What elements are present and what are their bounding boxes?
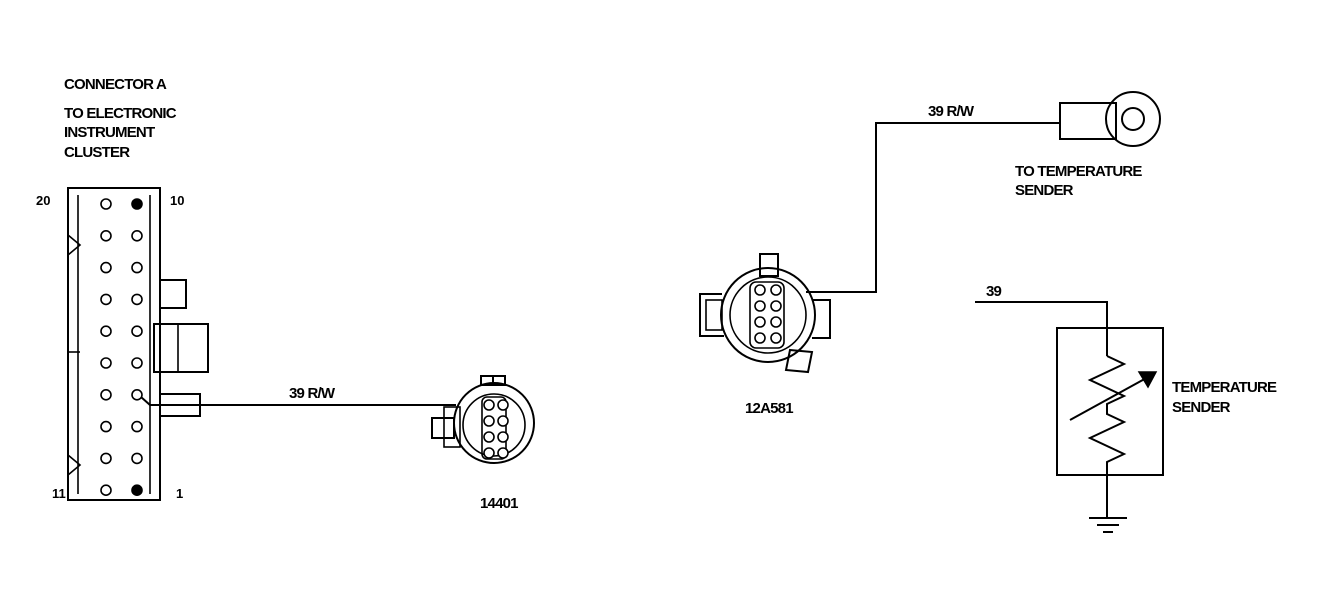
connector-14401 bbox=[431, 375, 535, 464]
connector-12a581-pin bbox=[770, 284, 782, 296]
connector-12a581-left-tab-inner bbox=[705, 299, 723, 331]
connector-14401-pin bbox=[497, 399, 509, 411]
wire-b-label: 39 R/W bbox=[928, 103, 975, 120]
connector-a-pin bbox=[100, 420, 112, 433]
connector-12a581-pins bbox=[754, 284, 782, 344]
connector-a-pin bbox=[100, 452, 112, 465]
connector-a-pin-grid bbox=[100, 198, 143, 497]
wire-a-label: 39 R/W bbox=[289, 385, 336, 402]
connector-a-subtitle-line-2: INSTRUMENT bbox=[64, 124, 155, 141]
connector-14401-top-latch bbox=[480, 375, 506, 386]
temperature-sender-label-line-1: TEMPERATURE bbox=[1172, 379, 1277, 396]
ring-terminal-crimp bbox=[1059, 102, 1117, 140]
connector-a-pin bbox=[131, 293, 143, 306]
connector-a-outline bbox=[67, 187, 161, 501]
connector-a-pin bbox=[131, 261, 143, 274]
connector-a-pin bbox=[131, 357, 143, 369]
connector-14401-pin bbox=[483, 399, 495, 411]
connector-12a581-label: 12A581 bbox=[745, 400, 793, 417]
connector-a-pin bbox=[100, 388, 112, 401]
connector-12a581-pin bbox=[754, 316, 766, 328]
temperature-sender-label-line-2: SENDER bbox=[1172, 399, 1231, 416]
schematic-wire-label: 39 bbox=[986, 283, 1002, 300]
connector-12a581-pin-frame bbox=[749, 281, 785, 349]
ground-symbol bbox=[1089, 517, 1127, 533]
connector-a-pin bbox=[131, 198, 143, 210]
connector-a-side-tab-upper bbox=[159, 279, 187, 309]
connector-12a581-right-tab bbox=[812, 299, 831, 339]
connector-12a581-pin bbox=[754, 332, 766, 344]
connector-12a581-left-tab bbox=[699, 293, 724, 337]
connector-a-title: CONNECTOR A bbox=[64, 76, 167, 93]
connector-14401-pin-frame bbox=[481, 396, 507, 460]
connector-12a581-top-key bbox=[759, 253, 779, 277]
connector-14401-pin bbox=[483, 431, 495, 443]
pin-label-1: 1 bbox=[176, 486, 183, 501]
connector-14401-pin bbox=[497, 431, 509, 443]
connector-14401-label: 14401 bbox=[480, 495, 518, 512]
connector-a-pin bbox=[131, 388, 143, 401]
connector-12a581-pin bbox=[754, 284, 766, 296]
wire-39-rw-12a581-to-sender bbox=[806, 122, 1060, 293]
connector-a-pin bbox=[100, 325, 112, 338]
pin-label-10: 10 bbox=[170, 193, 184, 208]
connector-12a581 bbox=[699, 253, 831, 374]
connector-a-pin bbox=[131, 484, 143, 497]
connector-a bbox=[67, 187, 209, 501]
connector-14401-pin bbox=[497, 447, 509, 459]
connector-12a581-body bbox=[720, 267, 816, 363]
wire-39-rw-connector-a-to-14401 bbox=[140, 396, 456, 406]
variable-resistor-arrow-shaft bbox=[1069, 375, 1151, 421]
connector-a-subtitle-line-1: TO ELECTRONIC bbox=[64, 105, 177, 122]
connector-a-pin bbox=[131, 420, 143, 433]
connector-12a581-pin bbox=[770, 332, 782, 344]
connector-12a581-pin bbox=[770, 300, 782, 312]
connector-a-latch-notch-upper bbox=[67, 234, 82, 256]
variable-resistor-arrow-head bbox=[1137, 371, 1158, 389]
connector-a-latch-notch-lower bbox=[67, 454, 82, 476]
connector-a-pin bbox=[100, 293, 112, 306]
connector-14401-pin bbox=[497, 415, 509, 427]
ring-terminal bbox=[1059, 91, 1161, 147]
ring-terminal-hole bbox=[1121, 107, 1145, 131]
connector-12a581-bottom-latch bbox=[784, 348, 814, 374]
connector-12a581-pin bbox=[770, 316, 782, 328]
connector-a-pin bbox=[131, 452, 143, 465]
temperature-sender-box bbox=[1056, 327, 1164, 476]
connector-a-subtitle-line-3: CLUSTER bbox=[64, 144, 130, 161]
connector-a-locking-tab bbox=[153, 323, 209, 373]
sender-terminal-label-line-1: TO TEMPERATURE bbox=[1015, 163, 1142, 180]
pin-label-11: 11 bbox=[52, 486, 66, 501]
schematic-wire-39 bbox=[975, 301, 1108, 356]
connector-14401-pin bbox=[483, 415, 495, 427]
connector-a-pin bbox=[131, 230, 143, 242]
connector-a-pin bbox=[100, 484, 112, 497]
connector-14401-side-tab-inner bbox=[443, 406, 461, 448]
sender-terminal-label-line-2: SENDER bbox=[1015, 182, 1074, 199]
connector-a-pin bbox=[131, 325, 143, 338]
connector-a-pin bbox=[100, 357, 112, 369]
connector-14401-pins bbox=[483, 399, 509, 459]
connector-14401-inner-ring bbox=[462, 393, 526, 457]
connector-a-pin bbox=[100, 230, 112, 242]
connector-12a581-inner-ring bbox=[729, 276, 807, 354]
variable-resistor-symbol bbox=[1087, 355, 1127, 518]
connector-a-pin bbox=[100, 261, 112, 274]
connector-14401-side-tab bbox=[431, 417, 455, 439]
connector-12a581-pin bbox=[754, 300, 766, 312]
connector-14401-pin bbox=[483, 447, 495, 459]
connector-a-pin bbox=[100, 198, 112, 210]
ring-terminal-eye bbox=[1105, 91, 1161, 147]
pin-label-20: 20 bbox=[36, 193, 50, 208]
